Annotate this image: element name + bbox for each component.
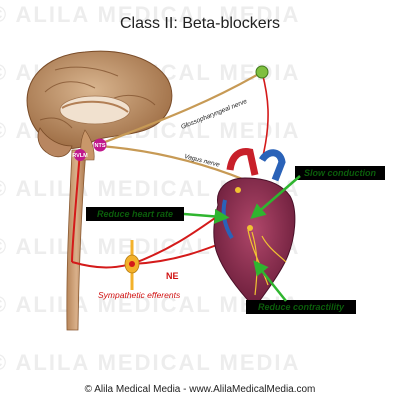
watermark-text-1: © ALILA MEDICAL MEDIA: [0, 2, 300, 27]
heart-icon: [213, 148, 296, 309]
nts-node: NTS: [93, 138, 107, 152]
glossopharyngeal-nerve: [99, 71, 263, 146]
reduce-heart-rate-text: Reduce heart rate: [97, 209, 173, 219]
vagus-nerve: [99, 144, 246, 182]
vagus-label: Vagus nerve: [184, 153, 221, 169]
rvlm-node: RVLM: [72, 149, 88, 161]
receptor-icon: [255, 65, 269, 79]
nts-label: NTS: [95, 143, 106, 149]
reduce-heart-rate-tag: Reduce heart rate: [86, 207, 184, 221]
footer-credit: © Alila Medical Media - www.AlilaMedical…: [85, 384, 316, 395]
rvlm-label: RVLM: [72, 153, 88, 159]
watermark-text-7: © ALILA MEDICAL MEDIA: [0, 350, 300, 375]
reduce-contractility-text: Reduce contractility: [258, 302, 345, 312]
ne-label: NE: [166, 271, 179, 281]
arrow-reduce-contractility: [253, 260, 287, 302]
afferent-nerves: [99, 71, 263, 182]
slow-conduction-text: Slow conduction: [304, 168, 376, 178]
ganglion-icon: [124, 240, 140, 290]
effect-arrows: [183, 175, 301, 302]
page-title: Class II: Beta-blockers: [120, 15, 280, 32]
sympathetic-pathways: [71, 71, 269, 269]
spinal-cord-icon: [66, 149, 87, 331]
reduce-contractility-tag: Reduce contractility: [246, 300, 356, 314]
slow-conduction-tag: Slow conduction: [295, 166, 385, 180]
brain-icon: [26, 50, 173, 161]
arrow-slow-conduction: [250, 175, 301, 219]
arrow-reduce-heart-rate: [183, 208, 230, 224]
sympathetic-label: Sympathetic efferents: [98, 290, 181, 300]
